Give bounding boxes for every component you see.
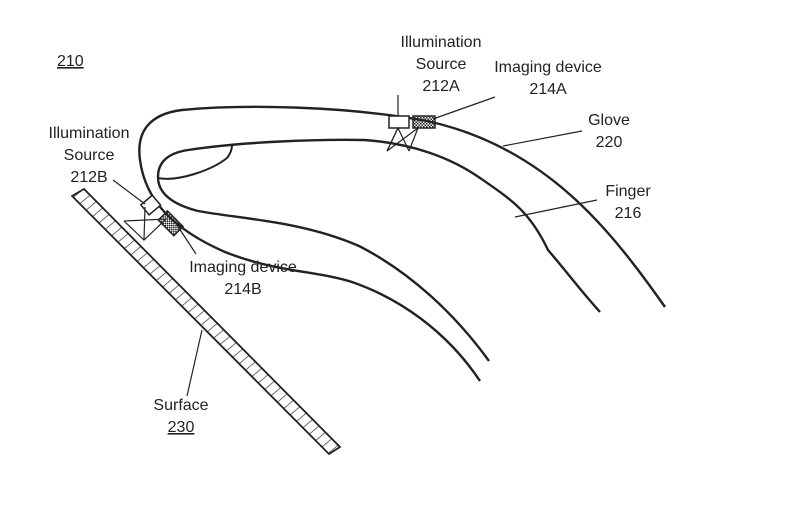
label-text: Finger [605,183,651,200]
label-illumination-source-212b: Illumination Source 212B [49,125,130,186]
label-text: Illumination [49,125,130,142]
label-finger-216: Finger 216 [605,183,651,222]
reference-numeral: 214B [224,281,261,298]
leader-214a [433,97,495,119]
reference-numeral: 216 [615,205,642,222]
label-glove-220: Glove 220 [588,112,630,151]
label-text: Source [64,147,115,164]
label-text: Glove [588,112,630,129]
label-imaging-device-214b: Imaging device 214B [189,259,297,298]
leader-214b [177,225,196,254]
label-text: Imaging device [189,259,297,276]
figure-number: 210 [57,53,84,70]
illumination-source-212b [141,195,161,215]
reference-numeral: 220 [596,134,623,151]
reference-numeral: 212B [70,169,107,186]
reference-numeral: 214A [529,81,567,98]
sensor-group-a [387,116,435,151]
leader-230 [187,330,202,396]
reference-numeral: 212A [422,78,460,95]
illumination-source-212a [389,116,409,128]
imaging-device-214a [413,116,435,128]
label-text: Imaging device [494,59,602,76]
leader-212b [113,180,145,204]
label-text: Illumination [401,34,482,51]
leader-220 [503,131,582,146]
label-text: Source [416,56,467,73]
label-illumination-source-212a: Illumination Source 212A [401,34,482,95]
reference-numeral: 230 [168,419,195,436]
label-text: Surface [153,397,208,414]
surface-slab [72,189,340,454]
ray-line-212b [144,207,145,240]
label-surface-230: Surface 230 [153,397,208,436]
label-imaging-device-214a: Imaging device 214A [494,59,602,98]
view-cone-214a [387,128,409,151]
